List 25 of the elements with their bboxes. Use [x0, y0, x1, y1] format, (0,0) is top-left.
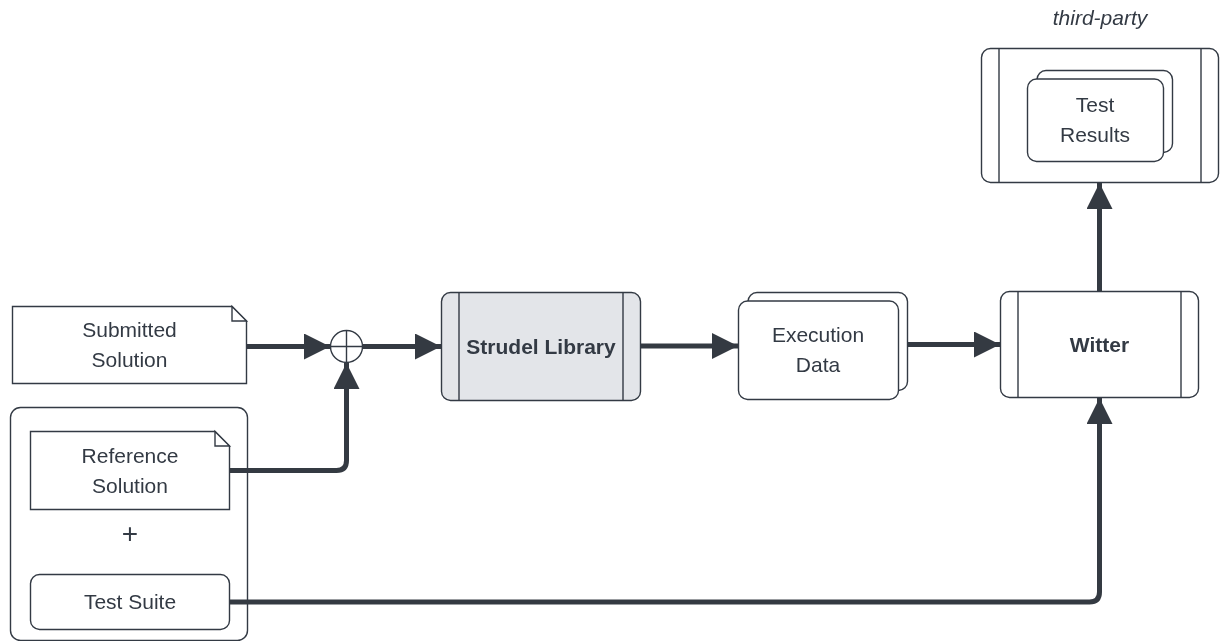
node-label: Submitted Solution — [81, 317, 178, 373]
process-box — [1000, 291, 1199, 398]
node-label: Witter — [1068, 331, 1131, 358]
document-box — [30, 431, 230, 510]
plus-sign: + — [120, 518, 140, 550]
stacked-box — [1027, 70, 1173, 162]
process-box — [30, 574, 230, 630]
arrow — [230, 363, 360, 473]
node-label: Reference Solution — [80, 442, 180, 499]
arrow — [908, 331, 1000, 358]
stacked-box — [738, 292, 908, 400]
group-box — [10, 407, 248, 641]
node-label: Test Suite — [82, 589, 178, 615]
arrow — [641, 333, 738, 359]
heading-label: third-party — [1051, 6, 1149, 30]
process-box — [441, 292, 641, 401]
node-label: Strudel Library — [465, 333, 617, 360]
arrow — [1086, 183, 1113, 291]
node-label: Test Results — [1059, 92, 1131, 148]
summing-junction-icon — [330, 330, 363, 363]
document-box — [12, 306, 247, 384]
node-label: Execution Data — [770, 322, 866, 378]
arrow — [363, 333, 441, 360]
arrow — [247, 333, 330, 360]
arrow — [230, 398, 1113, 605]
